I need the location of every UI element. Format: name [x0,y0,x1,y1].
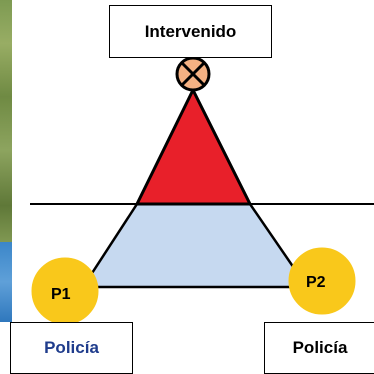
policia-right-label: Policía [264,322,374,374]
intervenido-label: Intervenido [109,5,272,58]
photo-edge [0,0,12,242]
node-p1 [31,257,99,325]
apex-node [175,56,211,92]
policia-left-label: Policía [10,322,133,374]
node-p2 [288,247,356,315]
apex-triangle [134,86,253,206]
base-trapezoid [80,202,310,289]
blue-edge [0,242,12,322]
